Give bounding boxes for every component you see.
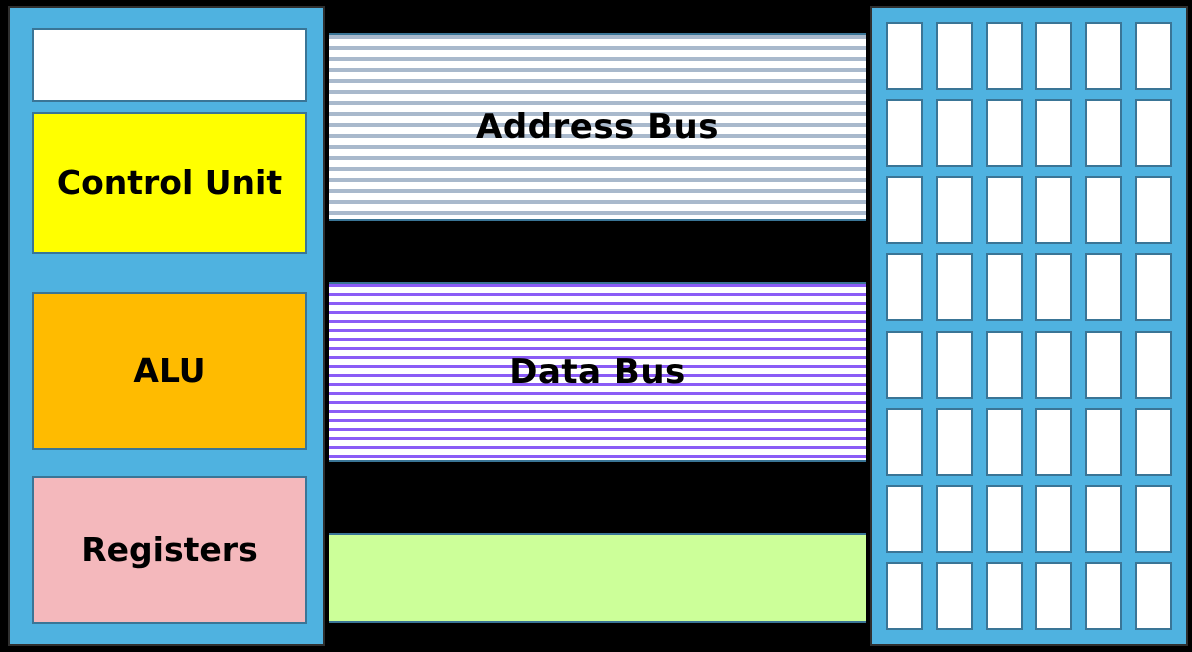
memory-row [886, 176, 1172, 245]
cpu-registers-box: Registers [32, 476, 307, 624]
memory-cell [1035, 22, 1073, 90]
memory-cell [935, 99, 973, 168]
memory-cell [1035, 253, 1073, 322]
memory-cell [1134, 22, 1172, 90]
memory-cell [886, 330, 923, 399]
memory-cell [1035, 484, 1073, 553]
memory-cell [1085, 484, 1123, 553]
memory-cell [1085, 561, 1123, 630]
memory-cell [985, 561, 1023, 630]
memory-cell [985, 484, 1023, 553]
memory-row [886, 484, 1172, 553]
memory-cell [1134, 561, 1172, 630]
memory-row [886, 330, 1172, 399]
memory-cell [1085, 253, 1123, 322]
memory-cell [985, 22, 1023, 90]
memory-cell [1134, 176, 1172, 245]
memory-cell [1035, 330, 1073, 399]
memory-cell [985, 176, 1023, 245]
memory-cell [985, 407, 1023, 476]
memory-cell [935, 407, 973, 476]
memory-row [886, 22, 1172, 90]
memory-row [886, 561, 1172, 630]
cpu-panel: Control Unit ALU Registers [8, 6, 325, 646]
data-bus: Data Bus [329, 282, 866, 462]
control-bus [329, 533, 866, 623]
memory-cell [935, 176, 973, 245]
memory-cell [935, 561, 973, 630]
memory-cell [1134, 330, 1172, 399]
cpu-alu-label: ALU [133, 350, 206, 390]
memory-cell [1134, 484, 1172, 553]
memory-cell [1085, 176, 1123, 245]
memory-cell [1085, 407, 1123, 476]
memory-cell [1035, 176, 1073, 245]
address-bus: Address Bus [329, 33, 866, 221]
memory-cell [1085, 99, 1123, 168]
memory-cell [1035, 99, 1073, 168]
memory-cell [886, 176, 923, 245]
memory-cell [1134, 407, 1172, 476]
memory-cell [1134, 99, 1172, 168]
address-bus-label: Address Bus [476, 107, 719, 147]
memory-cell [935, 253, 973, 322]
memory-row [886, 99, 1172, 168]
memory-cell [886, 484, 923, 553]
memory-cell [985, 253, 1023, 322]
cpu-control-unit-box: Control Unit [32, 112, 307, 254]
memory-cell [985, 330, 1023, 399]
cpu-control-unit-label: Control Unit [56, 162, 283, 202]
memory-cell [1035, 561, 1073, 630]
memory-cell [1035, 407, 1073, 476]
cpu-blank-box [32, 28, 307, 102]
data-bus-label: Data Bus [509, 352, 686, 392]
memory-cell [886, 561, 923, 630]
memory-cell [985, 99, 1023, 168]
cpu-alu-box: ALU [32, 292, 307, 450]
memory-cell [886, 22, 923, 90]
memory-cell [935, 484, 973, 553]
memory-cell [886, 253, 923, 322]
memory-cell [935, 330, 973, 399]
memory-cell [1134, 253, 1172, 322]
memory-cell [1085, 22, 1123, 90]
memory-cell [886, 407, 923, 476]
cpu-registers-label: Registers [81, 529, 258, 569]
memory-row [886, 407, 1172, 476]
memory-cell [1085, 330, 1123, 399]
memory-cell [886, 99, 923, 168]
memory-panel [870, 6, 1188, 646]
memory-row [886, 253, 1172, 322]
memory-cell [935, 22, 973, 90]
